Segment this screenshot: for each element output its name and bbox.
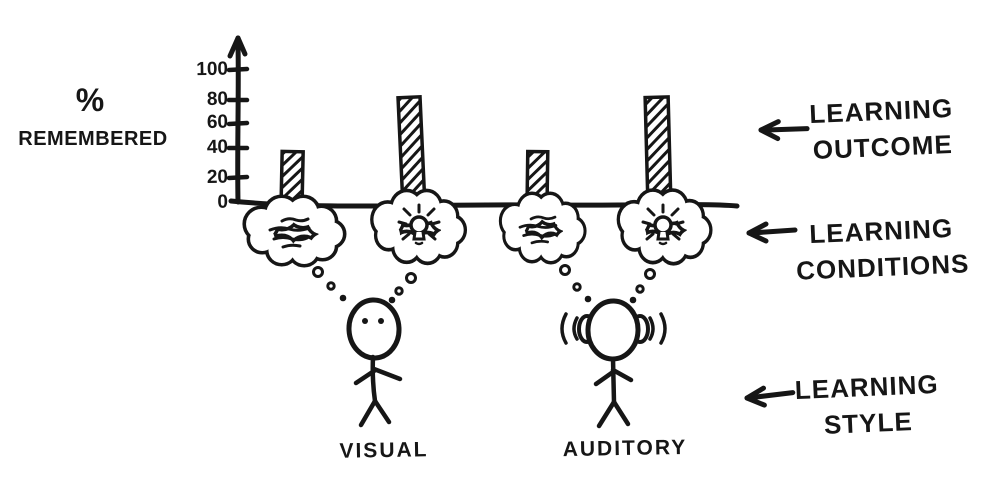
body bbox=[610, 356, 617, 405]
bars bbox=[279, 94, 673, 216]
y-axis-title-percent: % bbox=[75, 82, 105, 118]
leg-right bbox=[372, 398, 392, 425]
axis-up-arrow-icon bbox=[227, 35, 248, 59]
lightbulb-icon bbox=[397, 203, 441, 246]
thought-cloud-auditory-text bbox=[502, 195, 584, 261]
arm-left bbox=[353, 368, 377, 386]
annotation-learning-style: LEARNING STYLE bbox=[764, 365, 972, 446]
y-tick-60: 60 bbox=[206, 111, 229, 133]
visual-learner-figure bbox=[346, 297, 403, 428]
y-axis bbox=[226, 35, 250, 205]
y-tick-80: 80 bbox=[206, 88, 229, 110]
y-tick-40: 40 bbox=[206, 136, 229, 158]
arm-right bbox=[371, 366, 403, 382]
lightbulb-icon bbox=[641, 203, 685, 246]
sound-waves-icon bbox=[560, 312, 667, 345]
thought-cloud-visual-lightbulb bbox=[373, 192, 463, 261]
annotation-learning-conditions: LEARNING CONDITIONS bbox=[776, 208, 989, 289]
thought-cloud-visual-text bbox=[246, 198, 343, 264]
axis-ticks bbox=[226, 66, 250, 181]
thought-bubble-trails bbox=[312, 264, 656, 304]
y-tick-20: 20 bbox=[206, 166, 229, 188]
arm-left bbox=[593, 369, 616, 387]
y-axis-title-remembered: REMEMBERED bbox=[18, 128, 168, 150]
category-label-visual: VISUAL bbox=[339, 438, 429, 463]
category-label-auditory: AUDITORY bbox=[562, 435, 688, 462]
annotation-learning-outcome: LEARNING OUTCOME bbox=[781, 89, 984, 170]
leg-right bbox=[611, 399, 631, 427]
auditory-learner-figure bbox=[560, 298, 667, 429]
y-tick-0: 0 bbox=[217, 191, 229, 213]
head bbox=[346, 297, 402, 361]
thought-cloud-auditory-lightbulb bbox=[620, 192, 709, 262]
body bbox=[370, 354, 378, 404]
eyes-icon bbox=[362, 318, 384, 324]
y-tick-100: 100 bbox=[196, 58, 229, 81]
leg-left bbox=[358, 398, 378, 428]
leg-left bbox=[596, 399, 617, 429]
head bbox=[585, 298, 641, 362]
arm-right bbox=[610, 367, 634, 383]
